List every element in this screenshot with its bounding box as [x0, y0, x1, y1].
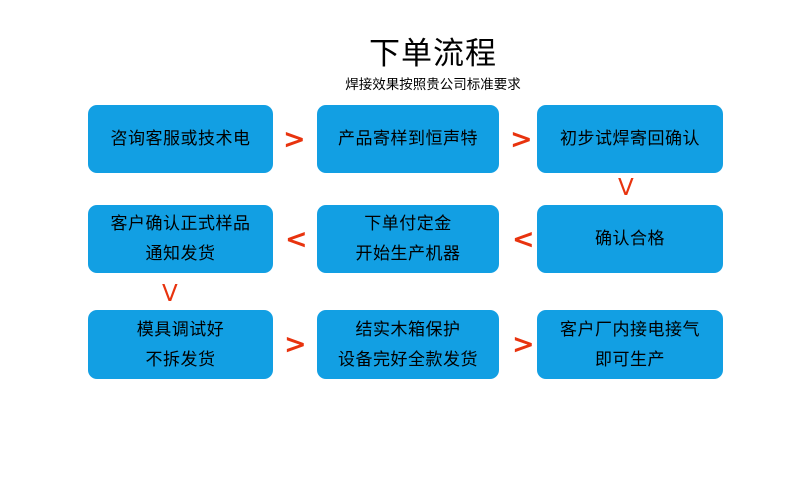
arrow-right-icon: >	[283, 124, 306, 155]
flow-box-line: 客户确认正式样品	[110, 214, 251, 234]
flow-box-line: 模具调试好	[136, 319, 225, 340]
arrow-down-icon: V	[618, 175, 634, 201]
arrow-right-icon: >	[512, 329, 535, 360]
flow-box-step-8[interactable]: 结实木箱保护 设备完好全款发货	[317, 310, 499, 379]
flow-box-step-2[interactable]: 产品寄样到恒声特	[317, 105, 499, 173]
page-title: 下单流程	[369, 36, 497, 72]
arrow-right-icon: >	[510, 124, 533, 155]
flow-box-line: 产品寄样到恒声特	[338, 129, 478, 149]
flow-box-step-6[interactable]: 客户确认正式样品 通知发货	[88, 205, 273, 273]
flow-box-line: 设备完好全款发货	[338, 349, 478, 370]
flow-box-line: 咨询客服或技术电	[110, 129, 251, 149]
flow-box-line: 即可生产	[595, 349, 665, 370]
flow-box-step-5[interactable]: 下单付定金 开始生产机器	[317, 205, 499, 273]
flow-box-line: 确认合格	[595, 229, 665, 249]
flow-box-line: 下单付定金	[364, 214, 452, 234]
flow-box-step-3[interactable]: 初步试焊寄回确认	[537, 105, 723, 173]
flow-box-line: 通知发货	[145, 244, 216, 264]
flow-box-line: 结实木箱保护	[355, 319, 461, 340]
arrow-right-icon: >	[284, 329, 307, 360]
flow-box-line: 开始生产机器	[355, 244, 461, 264]
flow-box-step-7[interactable]: 模具调试好 不拆发货	[88, 310, 273, 379]
flow-box-step-4[interactable]: 确认合格	[537, 205, 723, 273]
flow-box-line: 初步试焊寄回确认	[560, 129, 700, 149]
flow-box-step-9[interactable]: 客户厂内接电接气 即可生产	[537, 310, 723, 379]
page-subtitle: 焊接效果按照贵公司标准要求	[345, 77, 521, 93]
flow-box-line: 客户厂内接电接气	[560, 319, 700, 340]
arrow-left-icon: <	[285, 224, 308, 255]
flow-box-step-1[interactable]: 咨询客服或技术电	[88, 105, 273, 173]
arrow-down-icon: V	[162, 281, 178, 307]
flow-box-line: 不拆发货	[145, 349, 216, 370]
arrow-left-icon: <	[512, 224, 535, 255]
